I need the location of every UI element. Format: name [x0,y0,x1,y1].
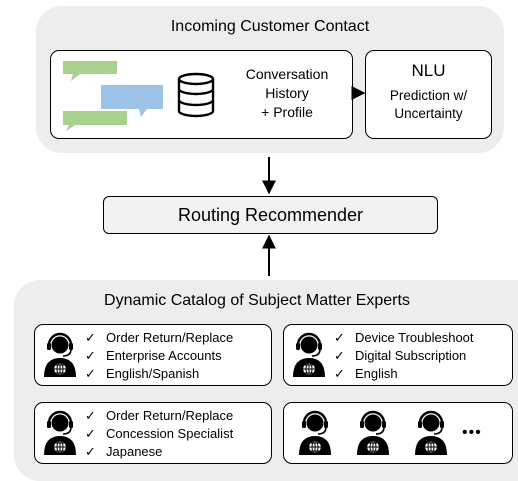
routing-recommender-label: Routing Recommender [177,205,364,225]
skill-item: ✓Enterprise Accounts [85,348,222,363]
check-icon: ✓ [85,366,96,381]
check-icon: ✓ [334,330,345,345]
database-icon [177,72,215,118]
expert-catalog-title: Dynamic Catalog of Subject Matter Expert… [104,292,410,309]
agent-headset-icon [44,410,76,455]
check-icon: ✓ [85,330,96,345]
more-experts-card: ••• [283,402,513,464]
check-icon: ✓ [85,426,96,441]
check-icon: ✓ [334,348,345,363]
incoming-contact-title: Incoming Customer Contact [170,18,370,35]
agent-headset-icon [357,410,389,455]
skill-list: ✓Order Return/Replace ✓Enterprise Accoun… [85,329,233,383]
routing-recommender-box: Routing Recommender [103,196,438,234]
more-experts-ellipsis: ••• [462,424,482,441]
skill-item: ✓English [334,366,398,381]
check-icon: ✓ [334,366,345,381]
expert-card: ✓Order Return/Replace ✓Concession Specia… [34,402,272,464]
skill-list: ✓Order Return/Replace ✓Concession Specia… [85,407,233,461]
agent-headset-icon [293,332,325,377]
skill-item: ✓English/Spanish [85,366,200,381]
expert-card: ✓Device Troubleshoot ✓Digital Subscripti… [283,324,513,386]
check-icon: ✓ [85,348,96,363]
skill-list: ✓Device Troubleshoot ✓Digital Subscripti… [334,329,474,383]
agent-headset-icon [415,410,447,455]
skill-item: ✓Device Troubleshoot [334,330,474,345]
conversation-history-label: Conversation History + Profile [245,66,329,120]
chat-bubble-icon [63,61,163,131]
check-icon: ✓ [85,444,96,459]
skill-item: ✓Concession Specialist [85,426,234,441]
agent-headset-icon [299,410,331,455]
skill-item: ✓Japanese [85,444,163,459]
skill-item: ✓Order Return/Replace [85,408,234,423]
nlu-box: NLU Prediction w/ Uncertainty [365,50,492,139]
skill-item: ✓Digital Subscription [334,348,467,363]
expert-catalog-panel: Dynamic Catalog of Subject Matter Expert… [14,280,518,481]
check-icon: ✓ [85,408,96,423]
agent-headset-icon [44,332,76,377]
nlu-title: NLU [411,61,446,80]
nlu-label: Prediction w/ Uncertainty [389,88,468,121]
expert-card: ✓Order Return/Replace ✓Enterprise Accoun… [34,324,272,386]
conversation-history-box: Conversation History + Profile [50,50,353,139]
skill-item: ✓Order Return/Replace [85,330,234,345]
incoming-contact-panel: Incoming Customer Contact Conversation H… [36,6,504,153]
